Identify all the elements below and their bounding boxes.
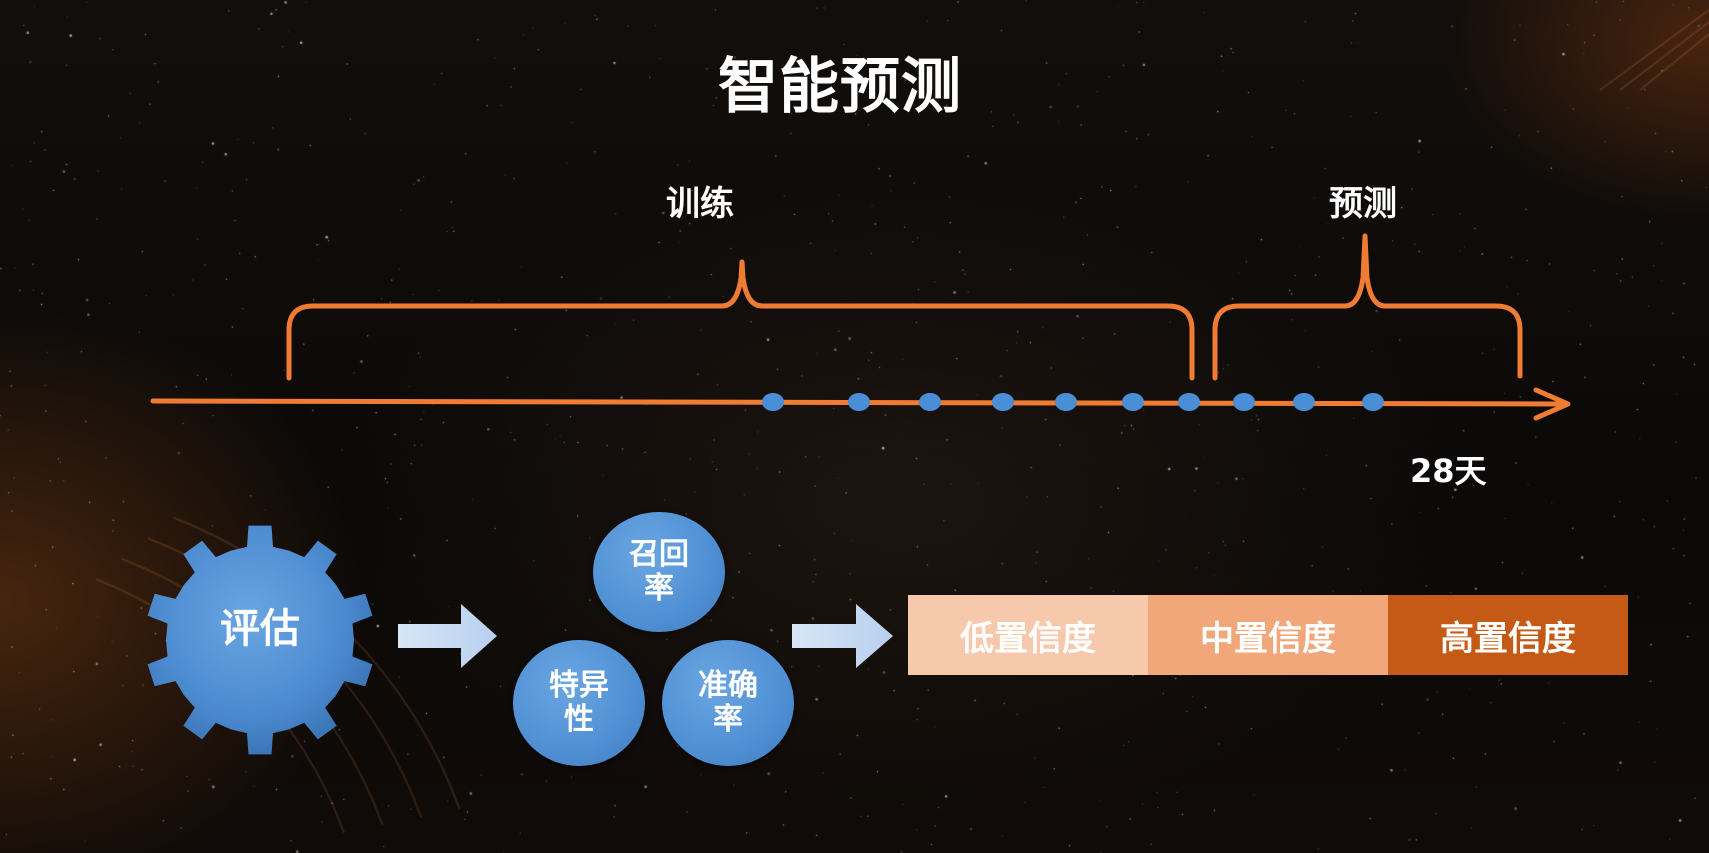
confidence-high: 高置信度 <box>1388 595 1628 675</box>
predict-brace <box>1212 233 1523 381</box>
timeline-point <box>919 393 941 411</box>
train-brace <box>286 259 1195 381</box>
timeline-point <box>1233 393 1255 411</box>
gear-icon <box>147 525 373 755</box>
timeline-point <box>848 393 870 411</box>
train-label: 训练 <box>666 184 734 224</box>
confidence-medium: 中置信度 <box>1148 595 1388 675</box>
timeline-point <box>1178 393 1200 411</box>
timeline-point <box>1055 393 1077 411</box>
confidence-low: 低置信度 <box>908 595 1148 675</box>
timeline-point <box>762 393 784 411</box>
timeline-point <box>1362 393 1384 411</box>
confidence-bar: 低置信度 中置信度 高置信度 <box>908 595 1628 675</box>
end-day-label: 28天 <box>1410 452 1487 490</box>
timeline-point <box>992 393 1014 411</box>
page-title: 智能预测 <box>718 52 962 122</box>
arrow-right-icon <box>792 604 893 668</box>
timeline-point <box>1293 393 1315 411</box>
metric-accuracy: 准确 率 <box>662 640 794 766</box>
predict-label: 预测 <box>1329 184 1397 224</box>
gear-label: 评估 <box>220 606 300 652</box>
timeline-arrowhead <box>1533 387 1571 421</box>
timeline-point <box>1122 393 1144 411</box>
metric-specificity: 特异 性 <box>513 640 645 766</box>
timeline-points <box>762 393 1384 411</box>
arrow-right-icon <box>398 604 497 668</box>
metric-recall: 召回 率 <box>593 512 725 632</box>
